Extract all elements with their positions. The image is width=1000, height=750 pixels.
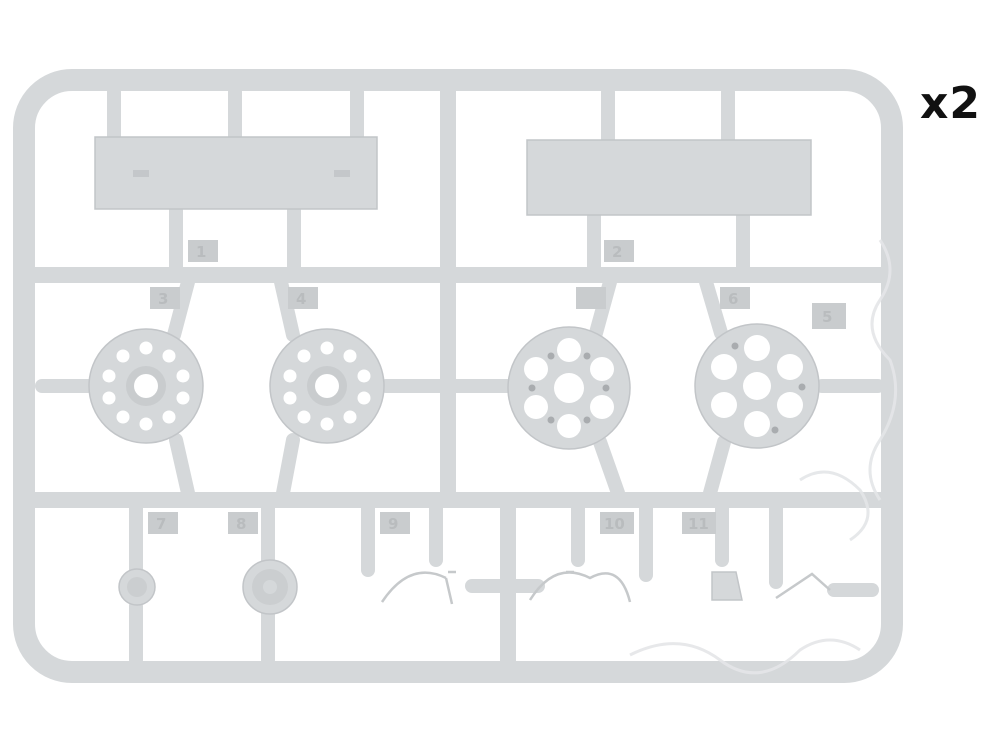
watermark-graphic (629, 239, 898, 675)
sprue-runners (34, 90, 882, 665)
svg-text:2: 2 (612, 243, 622, 261)
sprue-gates (35, 85, 885, 667)
svg-text:3: 3 (158, 290, 168, 308)
svg-text:8: 8 (236, 515, 246, 533)
part-1-plate (94, 136, 378, 210)
svg-text:6: 6 (728, 290, 738, 308)
part-number-labels: 1 2 3 4 5 6 7 8 9 10 11 (156, 243, 832, 533)
part-9-wire-bracket (380, 570, 456, 605)
part-8-hub-cap (242, 559, 298, 615)
svg-text:1: 1 (196, 243, 206, 261)
svg-text:9: 9 (388, 515, 398, 533)
part-4-road-wheel (269, 328, 385, 444)
part-5-road-wheel (507, 326, 631, 450)
part-2-plate (526, 139, 812, 216)
svg-text:10: 10 (604, 515, 625, 533)
part-11-small-bracket (711, 571, 831, 601)
part-6-road-wheel (694, 323, 820, 449)
part-number-tabs (148, 240, 846, 534)
svg-text:7: 7 (156, 515, 166, 533)
part-7-small-disc (118, 568, 156, 606)
part-10-wire-bracket (528, 570, 632, 603)
part-3-road-wheel (88, 328, 204, 444)
svg-text:4: 4 (296, 290, 306, 308)
quantity-label: x2 (920, 78, 981, 129)
svg-text:5: 5 (822, 308, 832, 326)
sprue-frame (13, 69, 903, 683)
svg-text:11: 11 (688, 515, 709, 533)
